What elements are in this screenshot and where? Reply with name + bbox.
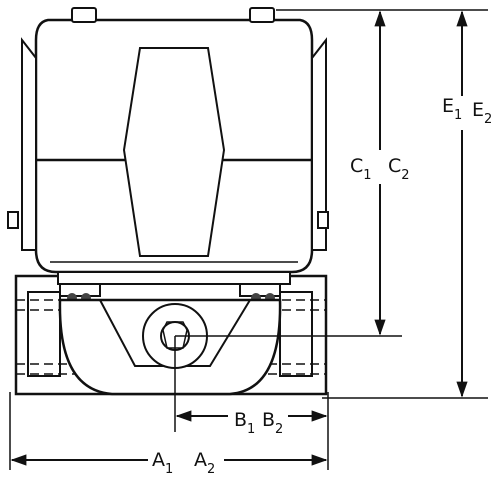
label-b1: B1 xyxy=(234,409,255,437)
label-a1: A1 xyxy=(152,449,173,476)
label-a2: A2 xyxy=(194,449,215,476)
label-e1: E1 xyxy=(442,95,462,123)
motor-housing xyxy=(7,7,329,285)
extension-lines xyxy=(9,9,488,470)
label-b2: B2 xyxy=(262,409,283,437)
pump-housing xyxy=(58,298,282,396)
label-c2: C2 xyxy=(388,155,410,183)
label-c1: C1 xyxy=(350,155,372,183)
label-e2: E2 xyxy=(472,99,492,127)
